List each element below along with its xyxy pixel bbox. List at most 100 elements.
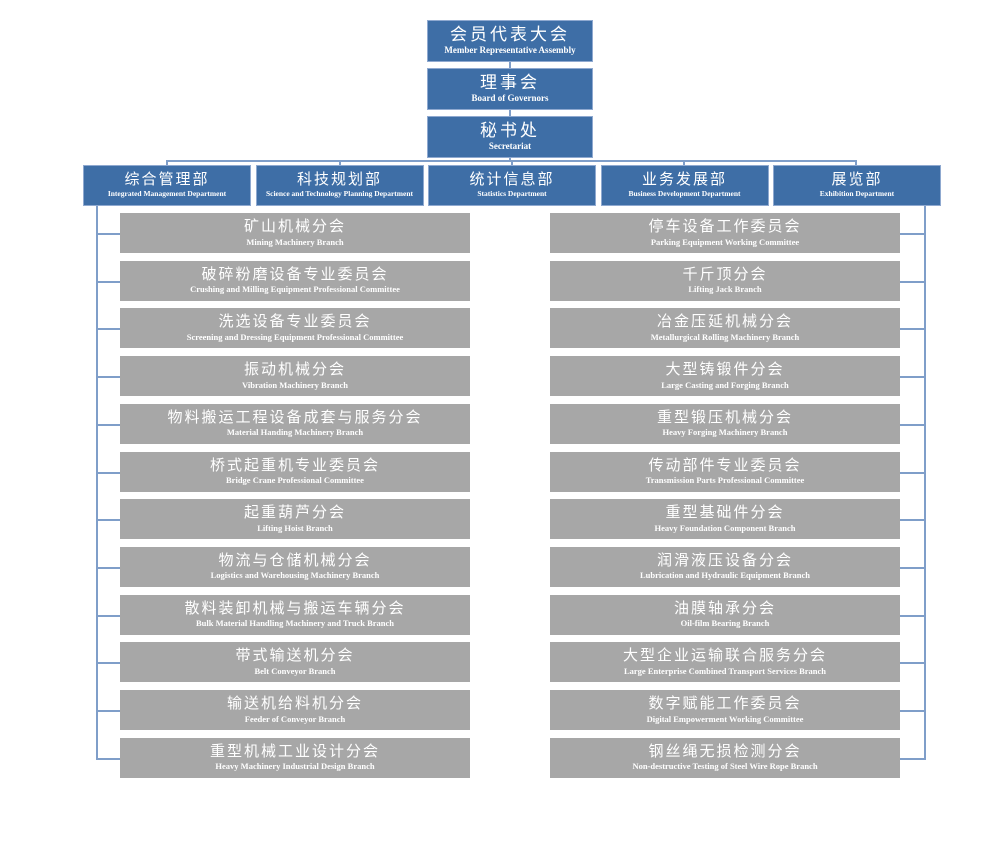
org-node-title-en: Bulk Material Handling Machinery and Tru… bbox=[195, 618, 395, 629]
org-node-title-en: Statistics Department bbox=[477, 189, 547, 199]
org-node-title-zh: 展览部 bbox=[831, 171, 883, 188]
left-branch-node-8: 散料装卸机械与搬运车辆分会 Bulk Material Handling Mac… bbox=[120, 594, 470, 635]
org-node-title-zh: 停车设备工作委员会 bbox=[648, 219, 802, 236]
org-node-title-en: Large Enterprise Combined Transport Serv… bbox=[623, 665, 827, 676]
org-node-title-en: Metallurgical Rolling Machinery Branch bbox=[650, 331, 800, 342]
org-node-title-zh: 散料装卸机械与搬运车辆分会 bbox=[184, 600, 406, 617]
right-stub-line bbox=[900, 758, 926, 760]
org-node-title-en: Science and Technology Planning Departme… bbox=[265, 189, 414, 199]
right-branch-node-4: 重型锻压机械分会 Heavy Forging Machinery Branch bbox=[550, 403, 900, 444]
right-stub-line bbox=[900, 567, 926, 569]
org-node-title-zh: 冶金压延机械分会 bbox=[656, 314, 793, 331]
right-branch-node-6: 重型基础件分会 Heavy Foundation Component Branc… bbox=[550, 499, 900, 540]
left-stub-line bbox=[96, 472, 120, 474]
org-node-title-en: Belt Conveyor Branch bbox=[254, 665, 336, 676]
right-branch-node-2: 冶金压延机械分会 Metallurgical Rolling Machinery… bbox=[550, 308, 900, 349]
org-node-title-en: Non-destructive Testing of Steel Wire Ro… bbox=[632, 761, 818, 772]
org-node-title-zh: 统计信息部 bbox=[469, 171, 555, 188]
connector-line bbox=[509, 110, 511, 116]
right-stub-line bbox=[900, 519, 926, 521]
org-node-title-zh: 带式输送机分会 bbox=[235, 648, 355, 665]
department-row: 综合管理部 Integrated Management Department 科… bbox=[83, 165, 941, 206]
org-node-title-en: Logistics and Warehousing Machinery Bran… bbox=[210, 570, 380, 581]
org-node-title-zh: 科技规划部 bbox=[296, 171, 382, 188]
top-node-1: 理事会 Board of Governors bbox=[427, 68, 593, 110]
left-stub-line bbox=[96, 424, 120, 426]
org-node-title-zh: 振动机械分会 bbox=[243, 362, 346, 379]
connector-line bbox=[683, 160, 685, 165]
org-node-title-en: Mining Machinery Branch bbox=[246, 236, 344, 247]
left-stub-line bbox=[96, 519, 120, 521]
right-branch-node-11: 钢丝绳无损检测分会 Non-destructive Testing of Ste… bbox=[550, 737, 900, 778]
left-branch-node-11: 重型机械工业设计分会 Heavy Machinery Industrial De… bbox=[120, 737, 470, 778]
org-node-title-en: Feeder of Conveyor Branch bbox=[244, 713, 346, 724]
left-stub-line bbox=[96, 567, 120, 569]
org-node-title-zh: 矿山机械分会 bbox=[243, 219, 346, 236]
org-node-title-en: Heavy Foundation Component Branch bbox=[654, 522, 796, 533]
right-stub-line bbox=[900, 328, 926, 330]
top-chain: 会员代表大会 Member Representative Assembly 理事… bbox=[427, 20, 593, 164]
org-node-title-zh: 润滑液压设备分会 bbox=[656, 552, 793, 569]
org-node-title-en: Vibration Machinery Branch bbox=[242, 379, 348, 390]
org-node-title-en: Screening and Dressing Equipment Profess… bbox=[186, 331, 404, 342]
org-node-title-en: Large Casting and Forging Branch bbox=[661, 379, 789, 390]
left-branch-node-5: 桥式起重机专业委员会 Bridge Crane Professional Com… bbox=[120, 451, 470, 492]
org-node-title-zh: 传动部件专业委员会 bbox=[648, 457, 802, 474]
right-stub-line bbox=[900, 472, 926, 474]
left-stub-line bbox=[96, 615, 120, 617]
right-stub-line bbox=[900, 710, 926, 712]
right-branch-node-1: 千斤顶分会 Lifting Jack Branch bbox=[550, 260, 900, 301]
org-node-title-zh: 业务发展部 bbox=[641, 171, 727, 188]
left-stub-line bbox=[96, 710, 120, 712]
org-node-title-zh: 物料搬运工程设备成套与服务分会 bbox=[167, 409, 423, 426]
department-node-0: 综合管理部 Integrated Management Department bbox=[83, 165, 251, 206]
left-branch-node-9: 带式输送机分会 Belt Conveyor Branch bbox=[120, 642, 470, 683]
org-node-title-zh: 物流与仓储机械分会 bbox=[218, 552, 372, 569]
org-node-title-en: Lubrication and Hydraulic Equipment Bran… bbox=[639, 570, 811, 581]
left-stub-line bbox=[96, 328, 120, 330]
org-node-title-en: Heavy Machinery Industrial Design Branch bbox=[215, 761, 375, 772]
org-node-title-zh: 重型基础件分会 bbox=[665, 505, 785, 522]
department-node-4: 展览部 Exhibition Department bbox=[773, 165, 941, 206]
department-node-2: 统计信息部 Statistics Department bbox=[428, 165, 596, 206]
org-node-title-zh: 会员代表大会 bbox=[450, 24, 570, 44]
top-node-2: 秘书处 Secretariat bbox=[427, 116, 593, 158]
right-stub-line bbox=[900, 424, 926, 426]
org-node-title-zh: 起重葫芦分会 bbox=[243, 505, 346, 522]
org-node-title-en: Transmission Parts Professional Committe… bbox=[645, 475, 805, 486]
org-node-title-en: Member Representative Assembly bbox=[444, 45, 576, 56]
connector-line bbox=[339, 160, 341, 165]
org-node-title-en: Secretariat bbox=[488, 141, 532, 152]
right-branch-node-10: 数字赋能工作委员会 Digital Empowerment Working Co… bbox=[550, 690, 900, 730]
org-node-title-en: Lifting Jack Branch bbox=[688, 284, 762, 295]
right-stub-line bbox=[900, 281, 926, 283]
right-trunk-line bbox=[924, 206, 926, 759]
org-node-title-en: Digital Empowerment Working Committee bbox=[646, 713, 804, 724]
left-branch-node-3: 振动机械分会 Vibration Machinery Branch bbox=[120, 356, 470, 397]
left-branch-node-7: 物流与仓储机械分会 Logistics and Warehousing Mach… bbox=[120, 546, 470, 587]
right-branch-node-9: 大型企业运输联合服务分会 Large Enterprise Combined T… bbox=[550, 642, 900, 683]
left-branch-node-1: 破碎粉磨设备专业委员会 Crushing and Milling Equipme… bbox=[120, 260, 470, 301]
left-stub-line bbox=[96, 281, 120, 283]
org-node-title-zh: 大型铸锻件分会 bbox=[665, 362, 785, 379]
left-trunk-line bbox=[96, 206, 98, 759]
org-node-title-en: Parking Equipment Working Committee bbox=[650, 236, 800, 247]
org-node-title-en: Bridge Crane Professional Committee bbox=[226, 475, 364, 486]
connector-line bbox=[509, 158, 511, 161]
org-node-title-zh: 输送机给料机分会 bbox=[226, 696, 363, 713]
org-node-title-en: Crushing and Milling Equipment Professio… bbox=[190, 284, 400, 295]
left-stub-line bbox=[96, 233, 120, 235]
department-node-3: 业务发展部 Business Development Department bbox=[600, 165, 769, 206]
top-node-0: 会员代表大会 Member Representative Assembly bbox=[427, 20, 593, 62]
connector-line bbox=[511, 160, 513, 165]
left-stub-line bbox=[96, 758, 120, 760]
right-branch-node-0: 停车设备工作委员会 Parking Equipment Working Comm… bbox=[550, 213, 900, 253]
left-stub-line bbox=[96, 376, 120, 378]
org-node-title-en: Business Development Department bbox=[628, 189, 741, 199]
org-node-title-zh: 大型企业运输联合服务分会 bbox=[622, 648, 827, 665]
org-node-title-zh: 秘书处 bbox=[480, 120, 540, 140]
left-branch-node-6: 起重葫芦分会 Lifting Hoist Branch bbox=[120, 499, 470, 540]
org-node-title-zh: 洗选设备专业委员会 bbox=[218, 314, 372, 331]
org-node-title-zh: 理事会 bbox=[480, 72, 540, 92]
